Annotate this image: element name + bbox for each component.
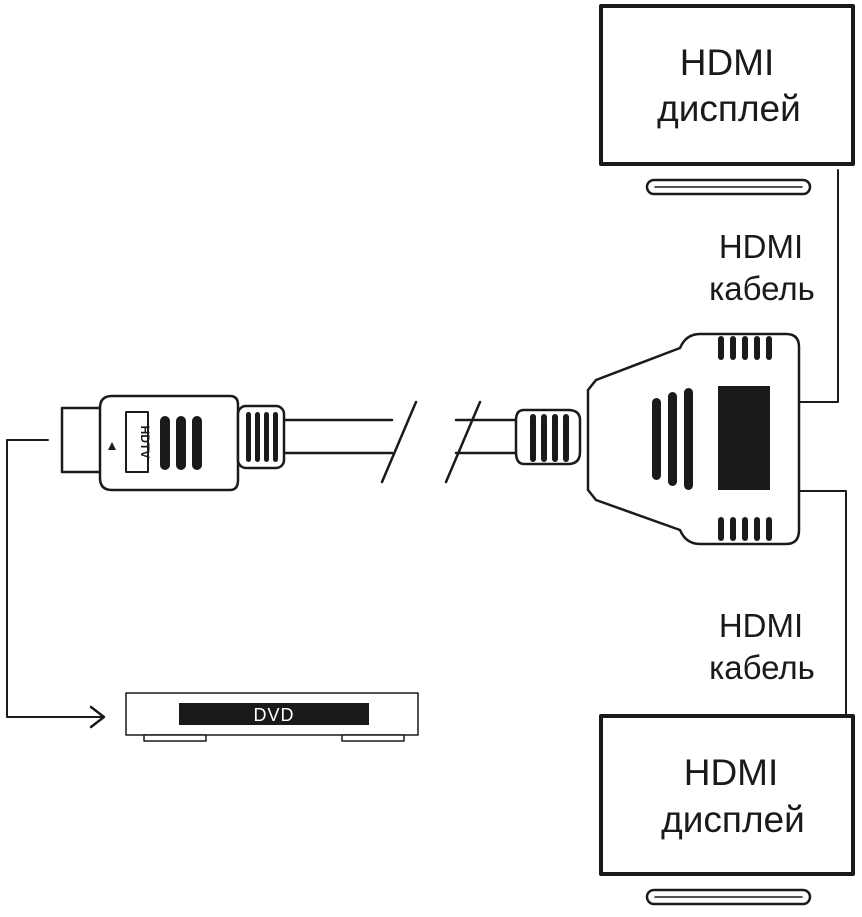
- hdtv-logo-frame: [125, 411, 149, 473]
- hdmi-plug-collar-grips: [246, 412, 278, 462]
- display-top-screen: [599, 4, 855, 166]
- display-top: HDMI дисплей: [599, 4, 855, 196]
- cable-top-label-line2: кабель: [709, 270, 815, 307]
- dvd-player: DVD: [125, 692, 419, 742]
- hdmi-splitter-neck-grips: [530, 414, 569, 462]
- cable-bottom-label-line2: кабель: [709, 649, 815, 686]
- hdmi-splitter-neck: [514, 408, 582, 466]
- hdmi-splitter-bottom-grips: [718, 517, 772, 541]
- wire-to-top-display: [799, 169, 839, 403]
- dvd-player-foot-right: [341, 734, 405, 742]
- display-bottom-label-line1: HDMI: [684, 752, 779, 793]
- display-bottom-screen: [599, 714, 855, 876]
- hdmi-splitter-top-grips: [718, 336, 772, 360]
- hdmi-splitter-side-grips: [652, 388, 693, 490]
- cable-top-label-line1: HDMI: [719, 228, 803, 265]
- dvd-player-foot-left: [143, 734, 207, 742]
- wire-to-bottom-display: [799, 490, 847, 717]
- hdmi-plug-tip: [60, 406, 106, 474]
- display-bottom: HDMI дисплей: [599, 714, 855, 906]
- hdmi-plug-grips: [160, 416, 202, 470]
- dvd-player-display: [179, 703, 369, 725]
- display-top-label-line1: HDMI: [680, 42, 775, 83]
- wire-to-dvd-arrowhead: [89, 705, 106, 729]
- hdtv-logo-text: HDTV: [138, 426, 152, 459]
- triangle-up-icon: [108, 442, 116, 450]
- display-bottom-label-line2: дисплей: [661, 799, 805, 840]
- display-top-label-line2: дисплей: [657, 88, 801, 129]
- dvd-label: DVD: [253, 705, 294, 725]
- hdmi-plug: HDTV: [60, 394, 286, 492]
- hdmi-cable: [280, 400, 524, 484]
- cable-break-mark-right: [444, 400, 482, 484]
- cable-break-mark-left: [380, 400, 418, 484]
- wire-to-dvd: [6, 439, 104, 718]
- cable-bottom-label-line1: HDMI: [719, 607, 803, 644]
- hdmi-splitter-port-block: [718, 386, 770, 490]
- hdmi-splitter: [514, 332, 801, 546]
